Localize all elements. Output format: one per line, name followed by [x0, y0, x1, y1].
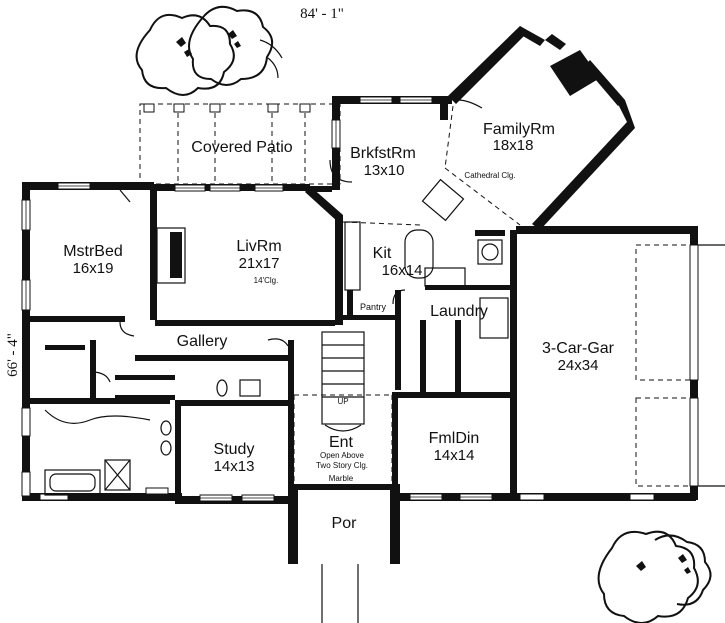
room-label-entry: Ent Open Above Two Story Clg. Marble	[316, 434, 368, 483]
exterior-walls	[22, 26, 698, 564]
room-label-breakfast: BrkfstRm 13x10	[350, 145, 416, 179]
room-label-study: Study 14x13	[214, 441, 255, 475]
room-label-garage: 3-Car-Gar 24x34	[542, 340, 615, 374]
porch-name: Por	[332, 515, 358, 532]
living-room-name: LivRm	[236, 238, 281, 255]
fixtures	[44, 99, 521, 623]
entry-name: Ent	[329, 434, 354, 451]
laundry-name: Laundry	[430, 303, 488, 320]
pantry-name: Pantry	[360, 302, 387, 312]
width-dimension-label: 84' - 1"	[300, 6, 344, 22]
kitchen-name: Kit	[373, 245, 392, 262]
entry-note-marble: Marble	[329, 474, 354, 483]
breakfast-room-size: 13x10	[364, 162, 405, 179]
room-label-covered-patio: Covered Patio	[191, 139, 292, 156]
dining-size: 14x14	[434, 447, 475, 464]
study-size: 14x13	[214, 458, 255, 475]
room-label-kitchen: Kit 16x14	[373, 245, 423, 279]
stair-up-label: UP	[337, 397, 348, 406]
room-label-pantry: Pantry	[360, 302, 387, 312]
living-room-note: 14'Clg.	[254, 276, 279, 285]
room-label-gallery: Gallery	[177, 333, 228, 350]
garage-doors	[635, 244, 725, 487]
living-room-size: 21x17	[239, 255, 280, 272]
gallery-name: Gallery	[177, 333, 228, 350]
family-room-name: FamilyRm	[483, 121, 555, 138]
room-label-laundry: Laundry	[430, 303, 488, 320]
family-room-note: Cathedral Clg.	[464, 171, 515, 180]
tree-bottom-right	[597, 530, 712, 623]
room-label-porch: Por	[332, 515, 358, 532]
room-label-dining: FmlDin 14x14	[429, 430, 480, 464]
room-label-family: FamilyRm 18x18 Cathedral Clg.	[464, 121, 555, 180]
breakfast-room-name: BrkfstRm	[350, 145, 416, 162]
garage-name: 3-Car-Gar	[542, 340, 615, 357]
covered-patio-name: Covered Patio	[191, 139, 292, 156]
room-label-master: MstrBed 16x19	[63, 243, 123, 277]
master-bed-size: 16x19	[73, 260, 114, 277]
tree-top-left	[135, 5, 283, 96]
windows	[21, 96, 655, 502]
entry-note-open-above: Open Above	[320, 451, 365, 460]
room-label-living: LivRm 21x17 14'Clg.	[236, 238, 281, 285]
garage-size: 24x34	[558, 357, 599, 374]
master-bed-name: MstrBed	[63, 243, 123, 260]
depth-dimension-label: 66' - 4"	[5, 333, 21, 377]
interior-walls	[30, 186, 517, 500]
kitchen-size: 16x14	[382, 262, 423, 279]
entry-note-two-story: Two Story Clg.	[316, 461, 368, 470]
study-name: Study	[214, 441, 255, 458]
dining-name: FmlDin	[429, 430, 480, 447]
family-room-size: 18x18	[493, 137, 534, 154]
